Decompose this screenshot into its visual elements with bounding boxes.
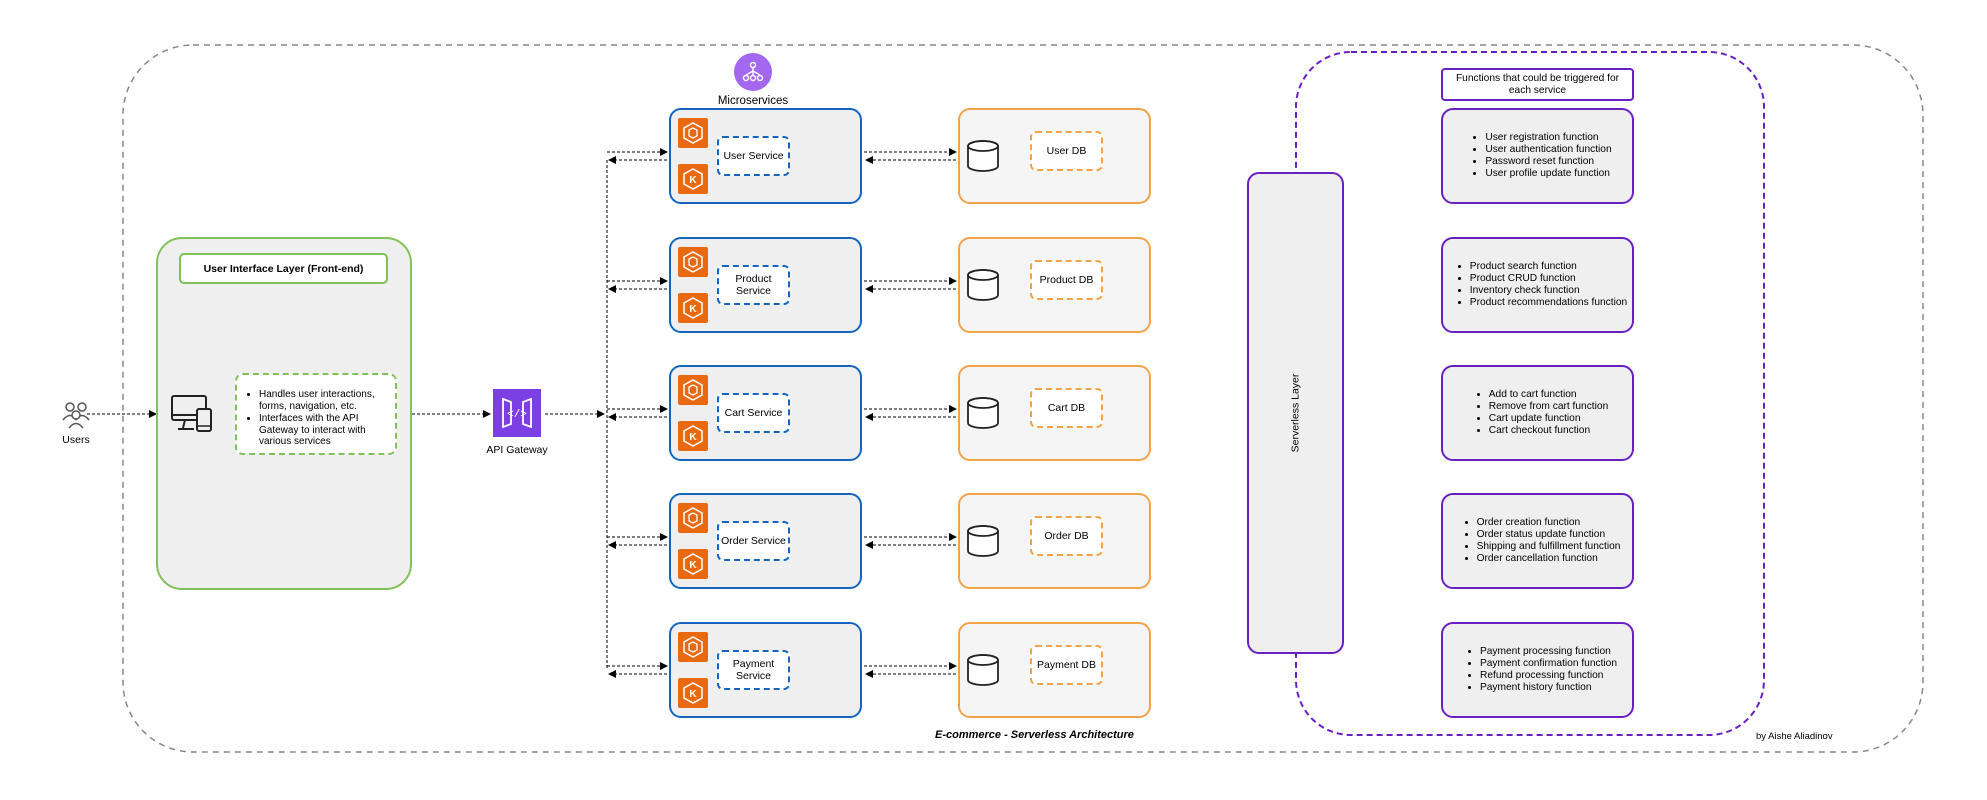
microservices-label: Microservices — [717, 95, 789, 107]
container-service-icon — [678, 247, 708, 277]
function-list: Payment processing functionPayment confi… — [1458, 646, 1617, 693]
function-group-box: Payment processing functionPayment confi… — [1441, 622, 1634, 718]
function-group-box: Order creation functionOrder status upda… — [1441, 493, 1634, 589]
outer-boundary — [122, 44, 1924, 753]
function-item: User registration function — [1485, 132, 1611, 144]
kubernetes-service-icon: K — [678, 549, 708, 579]
kubernetes-service-icon: K — [678, 421, 708, 451]
function-item: Refund processing function — [1480, 670, 1617, 682]
svg-text:K: K — [689, 175, 697, 186]
function-item: Inventory check function — [1470, 285, 1627, 297]
service-label: Product Service — [717, 265, 790, 305]
users-icon — [60, 398, 92, 430]
function-item: Product CRUD function — [1470, 273, 1627, 285]
database-icon — [966, 653, 1000, 687]
database-label: Product DB — [1030, 260, 1103, 300]
service-label: Order Service — [717, 521, 790, 561]
function-group-box: Add to cart functionRemove from cart fun… — [1441, 365, 1634, 461]
microservices-icon — [734, 53, 772, 91]
database-label: Cart DB — [1030, 388, 1103, 428]
container-service-icon — [678, 503, 708, 533]
function-list: User registration functionUser authentic… — [1463, 132, 1611, 179]
function-item: Product search function — [1470, 261, 1627, 273]
kubernetes-service-icon: K — [678, 164, 708, 194]
ui-note: Interfaces with the API Gateway to inter… — [259, 413, 389, 448]
author-credit: by Aishe Aliadinov — [1756, 731, 1833, 742]
database-icon — [966, 268, 1000, 302]
function-item: Shipping and fulfillment function — [1477, 541, 1621, 553]
function-group-box: Product search functionProduct CRUD func… — [1441, 237, 1634, 333]
function-item: Payment processing function — [1480, 646, 1617, 658]
kubernetes-service-icon: K — [678, 293, 708, 323]
function-group-box: User registration functionUser authentic… — [1441, 108, 1634, 204]
kubernetes-service-icon: K — [678, 678, 708, 708]
ui-note: Handles user interactions, forms, naviga… — [259, 389, 389, 412]
function-item: Remove from cart function — [1489, 401, 1608, 413]
function-list: Add to cart functionRemove from cart fun… — [1467, 389, 1608, 436]
api-gateway-icon: </> — [493, 389, 541, 437]
function-item: User profile update function — [1485, 168, 1611, 180]
diagram-title: E-commerce - Serverless Architecture — [935, 729, 1134, 741]
container-service-icon — [678, 375, 708, 405]
function-item: Product recommendations function — [1470, 297, 1627, 309]
svg-text:K: K — [689, 432, 697, 443]
ui-layer-title: User Interface Layer (Front-end) — [179, 253, 388, 284]
database-icon — [966, 139, 1000, 173]
function-item: User authentication function — [1485, 144, 1611, 156]
database-icon — [966, 396, 1000, 430]
ui-layer-notes: Handles user interactions, forms, naviga… — [235, 373, 397, 455]
service-label: User Service — [717, 136, 790, 176]
function-item: Add to cart function — [1489, 389, 1608, 401]
svg-text:K: K — [689, 689, 697, 700]
function-item: Payment history function — [1480, 682, 1617, 694]
function-item: Order cancellation function — [1477, 553, 1621, 565]
container-service-icon — [678, 632, 708, 662]
serverless-layer-label: Serverless Layer — [1289, 373, 1302, 453]
desktop-mobile-icon — [170, 392, 214, 436]
function-item: Password reset function — [1485, 156, 1611, 168]
serverless-layer-box: Serverless Layer — [1247, 172, 1344, 654]
function-list: Order creation functionOrder status upda… — [1455, 517, 1621, 564]
database-label: Payment DB — [1030, 645, 1103, 685]
function-item: Payment confirmation function — [1480, 658, 1617, 670]
function-item: Cart checkout function — [1489, 425, 1608, 437]
svg-text:</>: </> — [507, 409, 527, 421]
database-icon — [966, 524, 1000, 558]
container-service-icon — [678, 118, 708, 148]
function-item: Order status update function — [1477, 529, 1621, 541]
service-label: Payment Service — [717, 650, 790, 690]
users-label: Users — [62, 434, 90, 446]
api-gateway-label: API Gateway — [486, 444, 548, 456]
svg-text:K: K — [689, 304, 697, 315]
database-label: Order DB — [1030, 516, 1103, 556]
function-item: Order creation function — [1477, 517, 1621, 529]
service-arrows — [607, 148, 957, 678]
functions-header: Functions that could be triggered for ea… — [1441, 68, 1634, 101]
database-label: User DB — [1030, 131, 1103, 171]
service-label: Cart Service — [717, 393, 790, 433]
function-list: Product search functionProduct CRUD func… — [1448, 261, 1627, 308]
svg-text:K: K — [689, 560, 697, 571]
function-item: Cart update function — [1489, 413, 1608, 425]
